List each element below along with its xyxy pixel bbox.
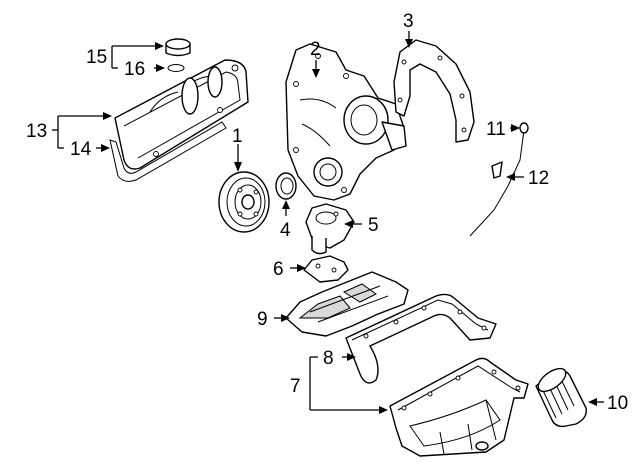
callout-12: 12 (528, 168, 549, 189)
timing-cover (285, 43, 407, 201)
oil-pickup-tube (303, 255, 349, 283)
callout-6: 6 (273, 259, 284, 280)
callout-7: 7 (290, 376, 301, 397)
callout-8: 8 (323, 348, 334, 369)
timing-cover-gasket (393, 39, 475, 143)
callout-3: 3 (403, 11, 414, 32)
callout-2: 2 (310, 39, 321, 60)
oil-pan (389, 357, 529, 457)
oil-filter (535, 367, 587, 428)
cap-seal (167, 64, 185, 72)
callout-11: 11 (486, 119, 506, 140)
valve-cover-gasket (109, 121, 227, 182)
callout-10: 10 (607, 393, 628, 414)
callout-15: 15 (86, 47, 107, 68)
callout-4: 4 (280, 220, 291, 241)
windage-tray (285, 271, 409, 337)
dipstick-tube (491, 161, 503, 179)
callout-16: 16 (124, 59, 145, 80)
callout-13: 13 (26, 121, 47, 142)
callout-9: 9 (257, 309, 268, 330)
valve-cover (114, 59, 249, 170)
crankshaft-pulley (218, 171, 270, 233)
callout-14: 14 (70, 139, 92, 160)
oil-filler-cap (165, 38, 191, 57)
callout-1: 1 (232, 126, 243, 147)
crankshaft-seal (275, 172, 297, 200)
leader-lines (52, 31, 604, 414)
oil-pan-gasket (345, 293, 497, 384)
oil-pump (305, 203, 355, 255)
callout-5: 5 (368, 215, 379, 236)
oil-dipstick (469, 122, 529, 237)
